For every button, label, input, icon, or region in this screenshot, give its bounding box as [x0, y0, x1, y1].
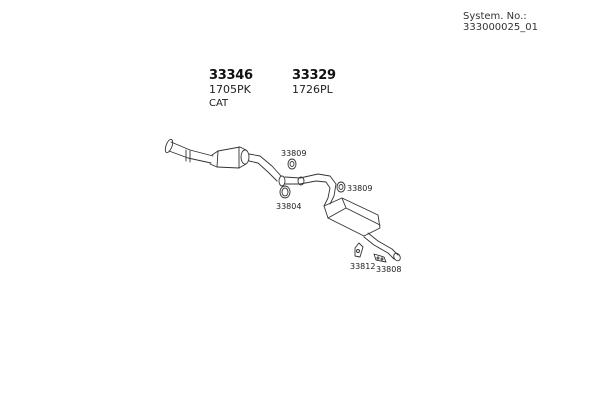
clamp-icon [287, 158, 297, 170]
system-number: 333000025_01 [463, 22, 538, 33]
front-pipe [164, 138, 214, 164]
part-number-front: 33346 [209, 68, 253, 83]
callout-hanger-2: 33808 [376, 265, 402, 274]
gasket-icon [279, 185, 291, 199]
clamp-icon [336, 181, 346, 193]
rubber-hanger-icon [354, 242, 364, 258]
system-label: System. No.: [463, 11, 527, 22]
part-code-rear: 1726PL [292, 83, 333, 96]
part-note-front: CAT [209, 98, 229, 109]
system-number-label: System. No.: 333000025_01 [463, 11, 600, 33]
rear-silencer [323, 197, 381, 237]
callout-clamp-1: 33809 [281, 149, 307, 158]
part-code-front: 1705PK [209, 83, 251, 96]
part-number-rear: 33329 [292, 68, 336, 83]
callout-clamp-2: 33809 [347, 184, 373, 193]
catalytic-converter [209, 146, 250, 169]
bracket-icon [373, 253, 387, 263]
callout-gasket: 33804 [276, 202, 302, 211]
callout-hanger-1: 33812 [350, 262, 376, 271]
tail-pipe [363, 232, 401, 262]
middle-pipe [248, 153, 337, 207]
